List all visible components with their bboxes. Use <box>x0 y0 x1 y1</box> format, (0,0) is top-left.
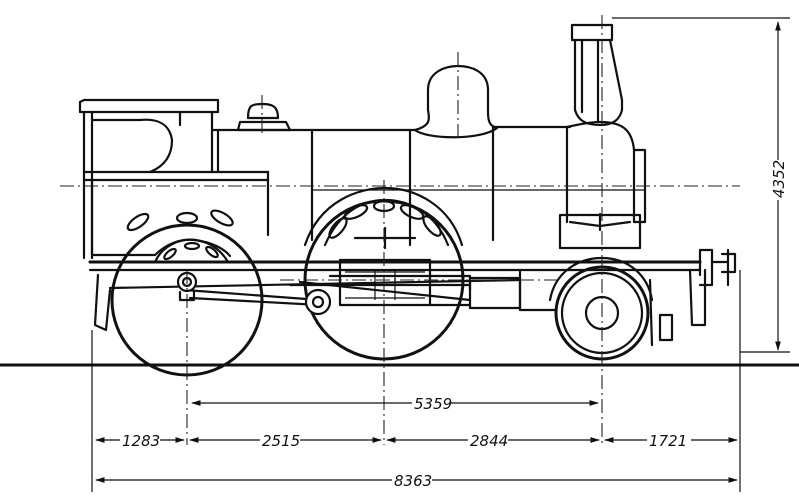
locomotive-outline <box>78 23 737 347</box>
dim-total-height: 4352 <box>770 160 788 198</box>
dimension-labels: 5359 1283 2515 2844 1721 8363 4352 <box>120 160 788 490</box>
dim-coupled-wheelbase: 5359 <box>414 395 452 413</box>
dim-segment-2: 2515 <box>262 432 300 450</box>
dimension-lines <box>91 17 790 492</box>
dim-front-overhang: 1283 <box>122 432 160 450</box>
dim-total-length: 8363 <box>394 472 432 490</box>
center-lines <box>60 15 740 445</box>
dim-rear-overhang: 1721 <box>649 432 687 450</box>
dim-segment-3: 2844 <box>470 432 508 450</box>
